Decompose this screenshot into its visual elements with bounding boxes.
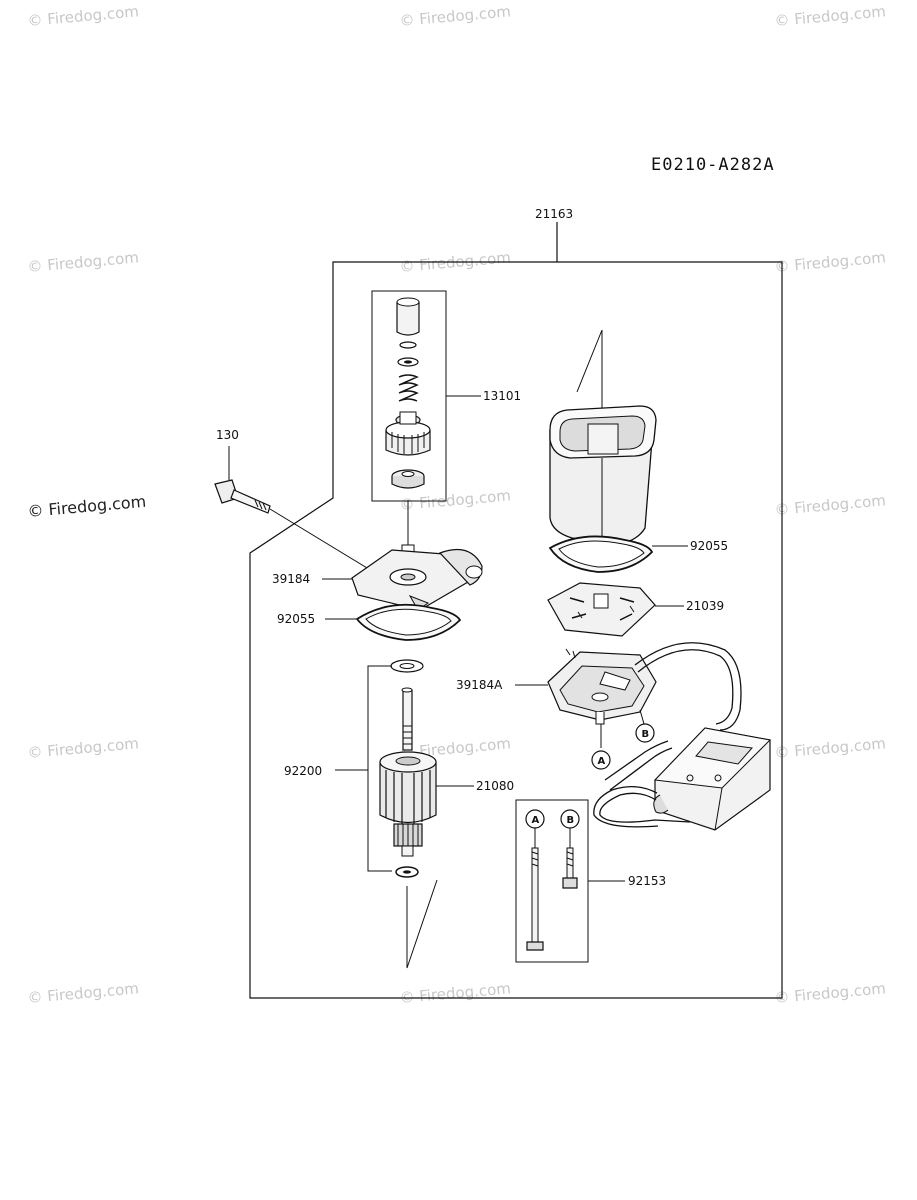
through-bolts-92153: [515, 799, 625, 963]
watermark-text: © Firedog.com: [27, 248, 140, 276]
watermark-text: © Firedog.com: [774, 248, 887, 276]
assembly-frame: [249, 222, 783, 999]
watermark-text: © Firedog.com: [774, 2, 887, 30]
watermark-text: © Firedog.com: [774, 491, 887, 519]
diagram-code: E0210-A282A: [651, 155, 775, 175]
marker-a-bolt: A: [525, 809, 545, 829]
part-label-21039: 21039: [686, 599, 724, 613]
watermark-text: © Firedog.com: [399, 2, 512, 30]
gasket-92055-right: [548, 535, 688, 573]
part-label-92055-right: 92055: [690, 539, 728, 553]
part-label-39184A: 39184A: [456, 678, 503, 692]
part-label-130: 130: [216, 428, 239, 442]
marker-a-text: A: [532, 815, 540, 826]
part-label-13101: 13101: [483, 389, 521, 403]
watermark-text: © Firedog.com: [399, 486, 512, 514]
part-label-92200: 92200: [284, 764, 322, 778]
marker-b-bolt: B: [560, 809, 580, 829]
marker-b-cover: B: [635, 723, 655, 743]
part-label-21080: 21080: [476, 779, 514, 793]
part-label-92055-left: 92055: [277, 612, 315, 626]
pinion-subassembly: [371, 290, 481, 502]
marker-b-text: B: [567, 815, 575, 826]
watermark-text: © Firedog.com: [774, 734, 887, 762]
watermark-text: © Firedog.com: [774, 979, 887, 1007]
bolt-130: [214, 446, 396, 586]
watermark-text: © Firedog.com: [27, 734, 140, 762]
motor-housing: [549, 329, 657, 545]
brush-plate-21039: [547, 582, 684, 637]
watermark-text: © Firedog.com: [27, 492, 147, 521]
bracket-39184: [322, 549, 483, 611]
gasket-92055-left: [325, 603, 462, 641]
watermark-text: © Firedog.com: [27, 2, 140, 30]
part-label-92153: 92153: [628, 874, 666, 888]
armature-assembly: [335, 659, 474, 969]
watermark-text: © Firedog.com: [27, 979, 140, 1007]
part-label-21163: 21163: [535, 207, 573, 221]
marker-a-cover: A: [591, 750, 611, 770]
watermarks: © Firedog.com © Firedog.com © Firedog.co…: [27, 2, 887, 1007]
part-label-39184: 39184: [272, 572, 310, 586]
end-cover-39184A: [515, 642, 772, 831]
marker-b-text: B: [642, 729, 650, 740]
marker-a-text: A: [598, 756, 606, 767]
watermark-text: © Firedog.com: [399, 979, 512, 1007]
